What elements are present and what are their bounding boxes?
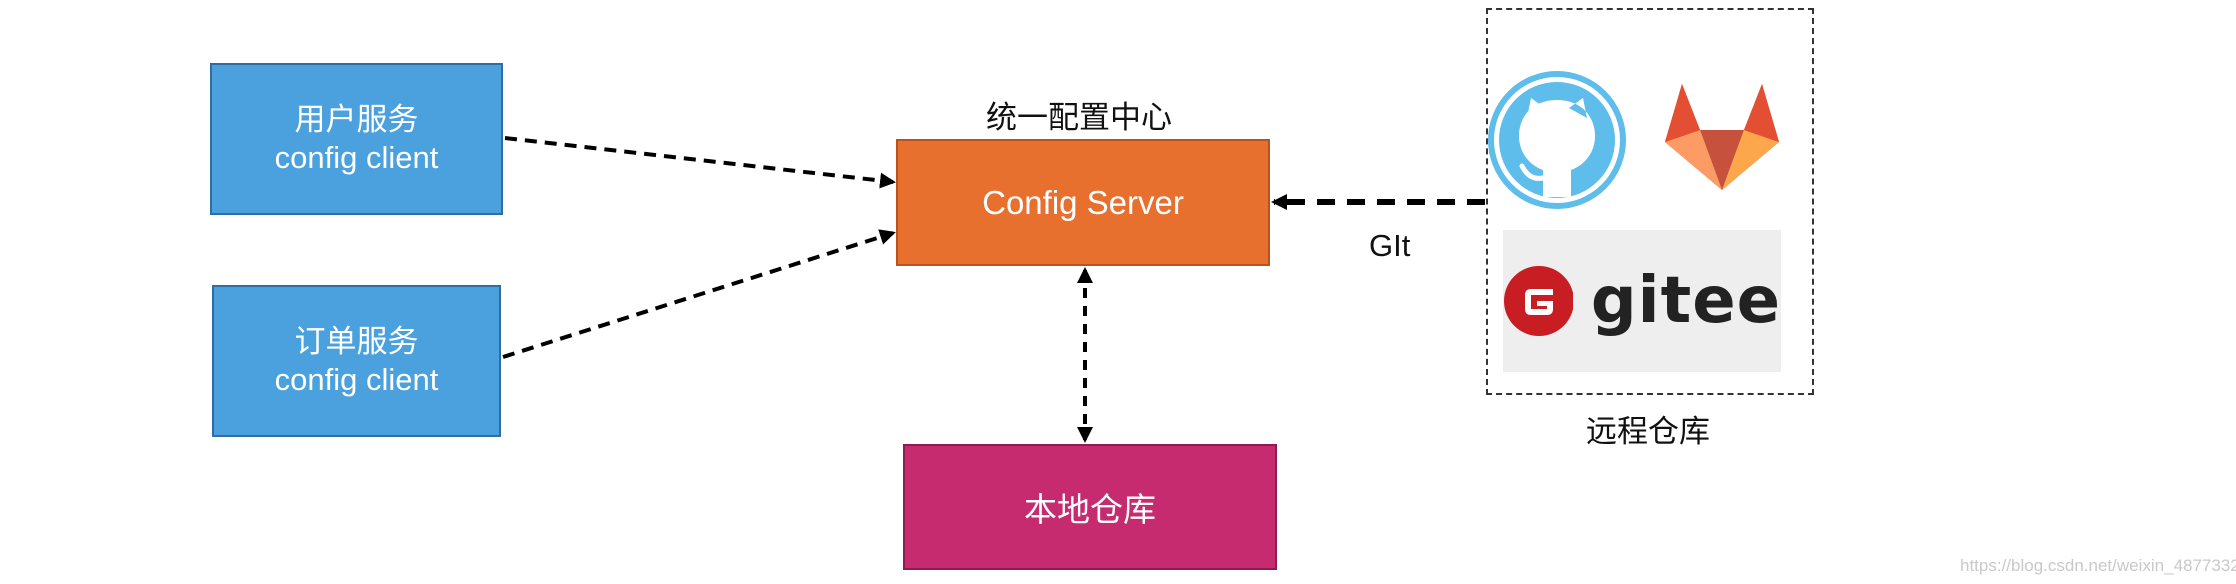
service-name: 订单服务 [294, 324, 419, 359]
service-box-user: 用户服务 config client [210, 63, 503, 215]
service-box-order: 订单服务 config client [212, 285, 501, 437]
service-sub: config client [274, 362, 439, 397]
server-label: Config Server [982, 183, 1184, 221]
local-repo-box: 本地仓库 [903, 444, 1277, 570]
gitee-icon [1504, 266, 1573, 336]
config-server-box: Config Server [896, 139, 1270, 266]
remote-repo-title: 远程仓库 [1586, 414, 1710, 449]
arrow-user-to-server [504, 136, 896, 189]
service-sub: config client [274, 140, 439, 175]
git-edge-label: GIt [1369, 228, 1411, 263]
gitee-logo: gitee [1503, 230, 1781, 372]
gitee-wordmark: gitee [1590, 264, 1781, 338]
remote-repo-group [1486, 8, 1814, 395]
server-title: 统一配置中心 [986, 100, 1172, 135]
arrow-order-to-server [502, 229, 896, 359]
local-repo-label: 本地仓库 [1024, 491, 1156, 528]
service-name: 用户服务 [294, 102, 419, 137]
watermark: https://blog.csdn.net/weixin_48773329 [1960, 556, 2236, 575]
